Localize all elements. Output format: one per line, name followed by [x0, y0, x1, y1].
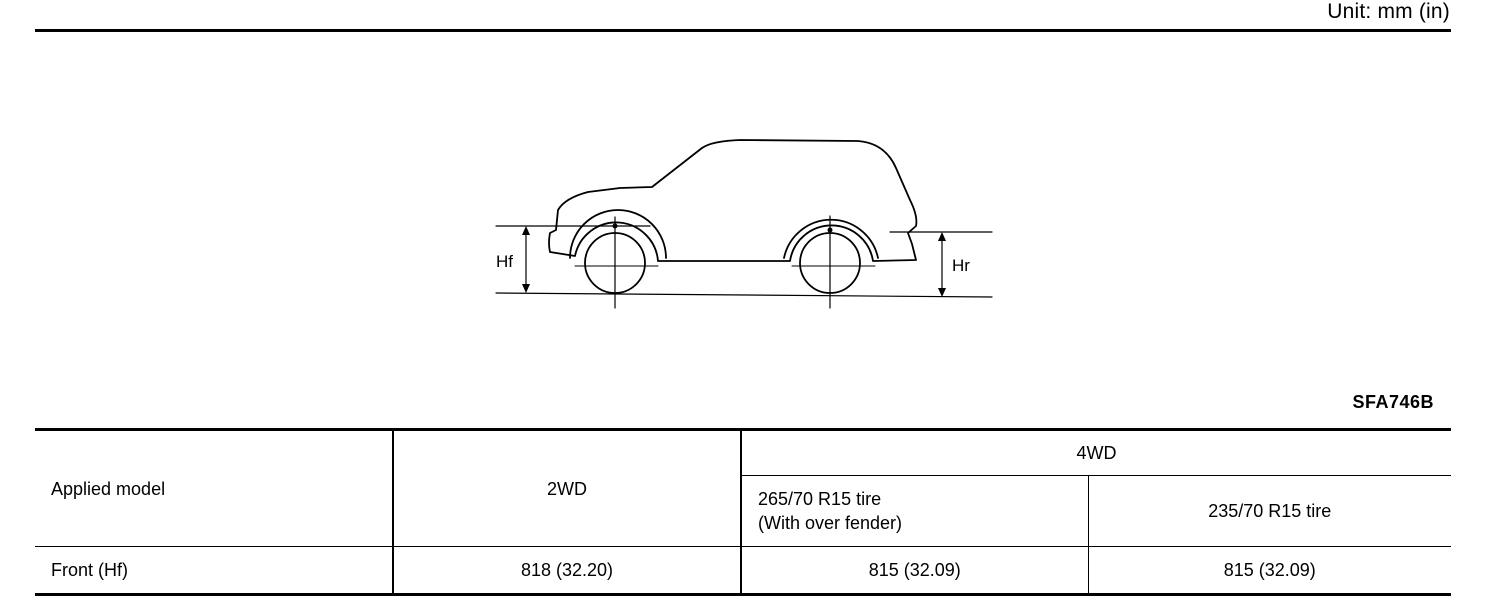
tire-265-line1: 265/70 R15 tire [758, 489, 882, 509]
figure-code: SFA746B [1352, 392, 1434, 412]
tire-235-header: 235/70 R15 tire [1087, 475, 1451, 547]
unit-label: Unit: mm (in) [1327, 0, 1450, 23]
ground-line [495, 292, 993, 298]
front-fender-arch [569, 209, 667, 259]
front-2wd-value: 818 (32.20) [392, 546, 742, 596]
tire-265-line2: (With over fender) [758, 513, 903, 533]
2wd-header: 2WD [392, 428, 742, 547]
top-rule [35, 29, 1451, 32]
front-4wd-235-value: 815 (32.09) [1087, 546, 1451, 596]
car-body-outline [548, 139, 918, 262]
table-subheader-row: 265/70 R15 tire (With over fender) 235/7… [35, 475, 1451, 547]
front-4wd-265-value: 815 (32.09) [740, 546, 1089, 596]
vehicle-side-view-drawing: Hf Hr [495, 139, 993, 309]
dimension-arrowheads [522, 226, 946, 297]
applied-model-header: Applied model [35, 428, 394, 547]
tire-265-header: 265/70 R15 tire (With over fender) [741, 475, 1089, 547]
hr-label: Hr [952, 256, 970, 275]
4wd-header: 4WD [740, 428, 1451, 476]
table-row: Front (Hf) 818 (32.20) 815 (32.09) 815 (… [35, 546, 1451, 596]
vehicle-height-figure: Hf Hr [480, 120, 1020, 320]
front-hf-label: Front (Hf) [35, 546, 394, 596]
vehicle-height-table: Applied model 2WD 4WD 265/70 R15 tire (W… [35, 428, 1451, 596]
hf-label: Hf [496, 252, 513, 271]
wheel-center-dots [612, 223, 833, 233]
rear-fender-arch [783, 218, 879, 259]
table-header-row: Applied model 2WD 4WD [35, 428, 1451, 547]
